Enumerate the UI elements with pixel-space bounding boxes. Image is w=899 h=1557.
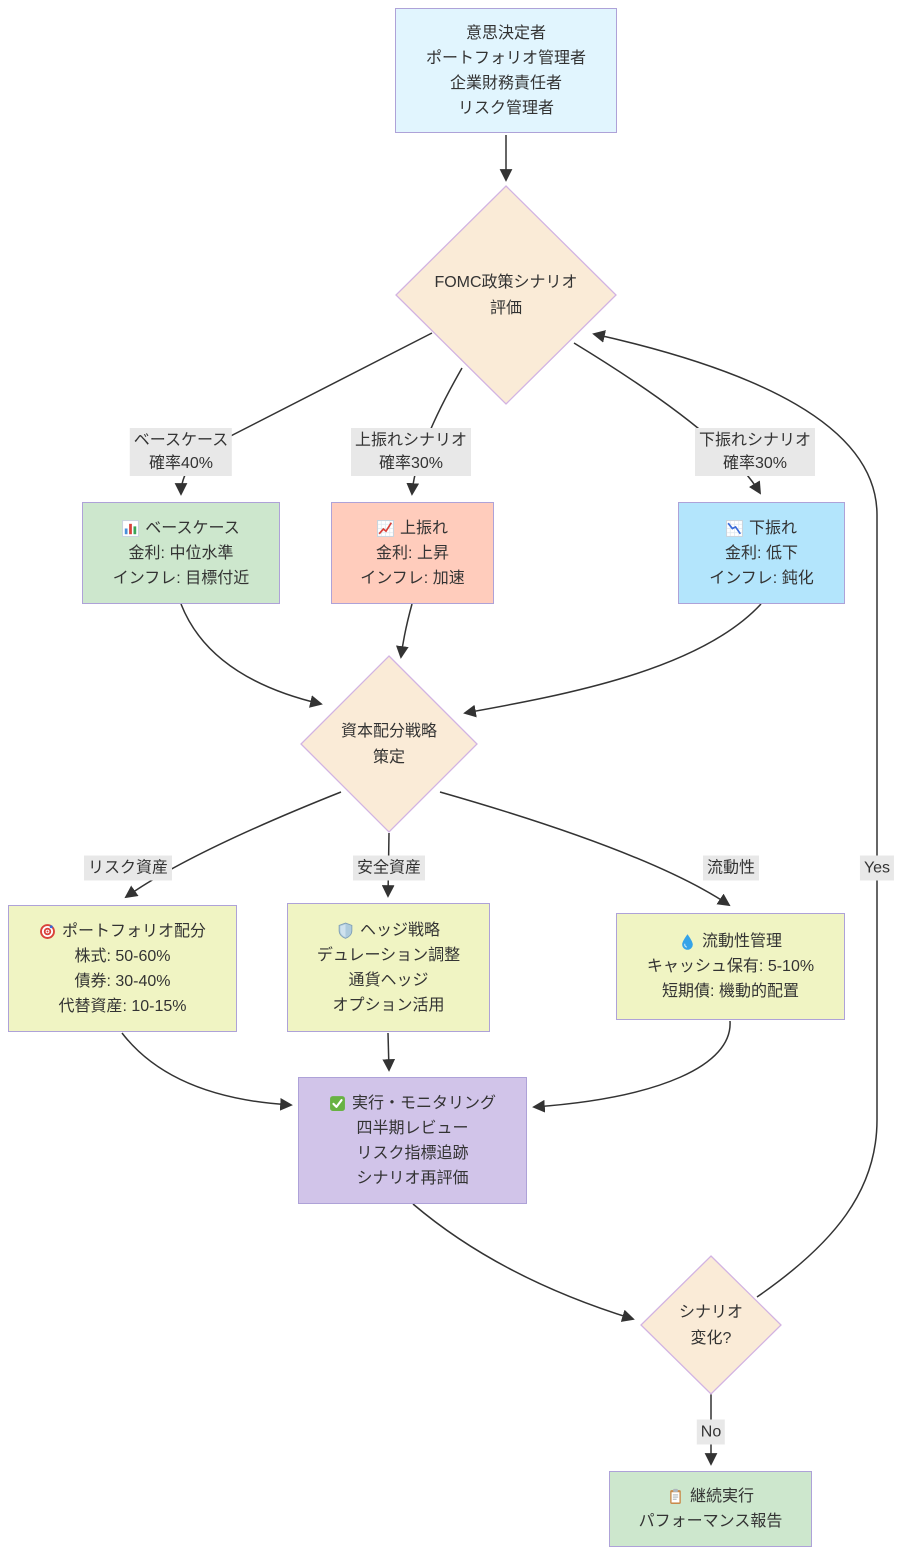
edge-scenario-to-fomc <box>592 330 878 1298</box>
droplet-icon <box>679 933 696 950</box>
node-line: 資本配分戦略 <box>340 723 438 740</box>
node-line: 短期債: 機動的配置 <box>662 983 799 1000</box>
edge-label-line: 確率30% <box>722 455 788 472</box>
edge-portfolio-to-execution <box>121 1032 293 1111</box>
node-line: 通貨ヘッジ <box>348 971 429 989</box>
edge-execution-to-scenario <box>412 1203 635 1322</box>
node-line: 金利: 低下 <box>725 544 798 562</box>
capital-allocation-decision-label: 資本配分戦略 策定 <box>341 719 437 771</box>
edge-label-yes: Yes <box>859 855 895 881</box>
edge-downside-to-capital <box>463 603 762 718</box>
node-line: 評価 <box>489 300 523 317</box>
node-line: インフレ: 鈍化 <box>709 569 814 587</box>
node-line: 変化? <box>690 1330 732 1347</box>
node-line: インフレ: 加速 <box>360 569 465 587</box>
scenario-change-decision-diamond <box>640 1255 782 1395</box>
edge-label-line: 確率30% <box>378 455 444 472</box>
node-line: シナリオ再評価 <box>356 1169 469 1187</box>
edge-label-line: 上振れシナリオ <box>354 432 468 449</box>
node-line: 意思決定者 <box>465 24 546 42</box>
edge-label-line: 確率40% <box>148 455 214 472</box>
scenario-change-decision-label: シナリオ 変化? <box>679 1300 743 1352</box>
node-title: 継続実行 <box>689 1488 754 1505</box>
node-line: キャッシュ保有: 5-10% <box>646 958 815 975</box>
chart-decreasing-icon <box>725 519 743 537</box>
node-title-line: ベースケース <box>122 516 240 541</box>
edge-label-line: 下振れシナリオ <box>698 432 812 449</box>
node-line: オプション活用 <box>332 996 445 1014</box>
node-title-line: 下振れ <box>725 516 797 541</box>
edge-label-base-case: ベースケース 確率40% <box>129 428 233 476</box>
liquidity-management-node: 流動性管理 キャッシュ保有: 5-10% 短期債: 機動的配置 <box>616 913 845 1020</box>
node-title: 実行・モニタリング <box>351 1094 496 1112</box>
node-title-line: ヘッジ戦略 <box>337 918 440 943</box>
actors-node: 意思決定者 ポートフォリオ管理者 企業財務責任者 リスク管理者 <box>395 8 617 133</box>
node-title: ポートフォリオ配分 <box>61 922 206 940</box>
edge-capital-to-portfolio <box>124 791 342 899</box>
fomc-decision-diamond <box>395 185 617 405</box>
edge-label-line: ベースケース <box>133 432 229 449</box>
edge-base-to-capital <box>180 603 323 708</box>
node-title: ベースケース <box>145 519 240 537</box>
node-line: 債券: 30-40% <box>74 972 171 990</box>
node-title: ヘッジ戦略 <box>359 921 440 939</box>
capital-allocation-decision-diamond <box>300 655 478 833</box>
edge-fomc-to-downside <box>573 342 761 495</box>
edge-label-no: No <box>696 1419 726 1445</box>
fomc-decision-label: FOMC政策シナリオ 評価 <box>434 270 577 322</box>
node-line: ポートフォリオ管理者 <box>425 49 586 67</box>
node-title-line: ポートフォリオ配分 <box>39 919 206 944</box>
node-title-line: 流動性管理 <box>679 929 782 954</box>
target-icon <box>39 923 56 940</box>
upside-node: 上振れ 金利: 上昇 インフレ: 加速 <box>331 502 494 604</box>
base-case-node: ベースケース 金利: 中位水準 インフレ: 目標付近 <box>82 502 280 604</box>
node-line: 企業財務責任者 <box>449 74 562 92</box>
clipboard-icon <box>667 1488 684 1505</box>
node-line: 策定 <box>372 749 406 766</box>
node-line: リスク管理者 <box>457 99 554 117</box>
chart-increasing-icon <box>376 519 394 537</box>
node-title: 下振れ <box>748 519 797 537</box>
node-line: シナリオ <box>678 1304 744 1321</box>
hedge-strategy-node: ヘッジ戦略 デュレーション調整 通貨ヘッジ オプション活用 <box>287 903 490 1032</box>
edge-hedge-to-execution <box>382 1032 396 1072</box>
node-line: FOMC政策シナリオ <box>434 274 578 291</box>
node-line: 四半期レビュー <box>356 1119 469 1137</box>
node-line: インフレ: 目標付近 <box>112 569 250 587</box>
edge-label-downside: 下振れシナリオ 確率30% <box>694 428 816 476</box>
edge-label-liquidity: 流動性 <box>702 855 760 881</box>
edge-upside-to-capital <box>396 603 413 659</box>
node-line: パフォーマンス報告 <box>638 1513 783 1530</box>
node-title-line: 上振れ <box>376 516 448 541</box>
edge-capital-to-liquidity <box>439 791 731 907</box>
edge-label-safe-assets: 安全資産 <box>352 855 426 881</box>
node-line: 代替資産: 10-15% <box>58 997 187 1015</box>
edge-label-upside: 上振れシナリオ 確率30% <box>350 428 472 476</box>
node-title: 流動性管理 <box>701 933 782 950</box>
node-line: 株式: 50-60% <box>74 947 171 965</box>
edge-liquidity-to-execution <box>532 1020 731 1113</box>
node-line: デュレーション調整 <box>316 946 461 964</box>
execution-monitoring-node: 実行・モニタリング 四半期レビュー リスク指標追跡 シナリオ再評価 <box>298 1077 527 1204</box>
node-title-line: 継続実行 <box>667 1484 754 1509</box>
bar-chart-icon <box>122 519 140 537</box>
check-mark-icon <box>329 1095 346 1112</box>
node-line: 金利: 上昇 <box>376 544 449 562</box>
shield-icon <box>337 922 354 939</box>
node-line: リスク指標追跡 <box>356 1144 469 1162</box>
portfolio-allocation-node: ポートフォリオ配分 株式: 50-60% 債券: 30-40% 代替資産: 10… <box>8 905 237 1032</box>
downside-node: 下振れ 金利: 低下 インフレ: 鈍化 <box>678 502 845 604</box>
node-line: 金利: 中位水準 <box>128 544 234 562</box>
continue-execution-node: 継続実行 パフォーマンス報告 <box>609 1471 812 1547</box>
node-title: 上振れ <box>399 519 448 537</box>
node-title-line: 実行・モニタリング <box>329 1091 496 1116</box>
edge-label-risk-assets: リスク資産 <box>83 855 173 881</box>
